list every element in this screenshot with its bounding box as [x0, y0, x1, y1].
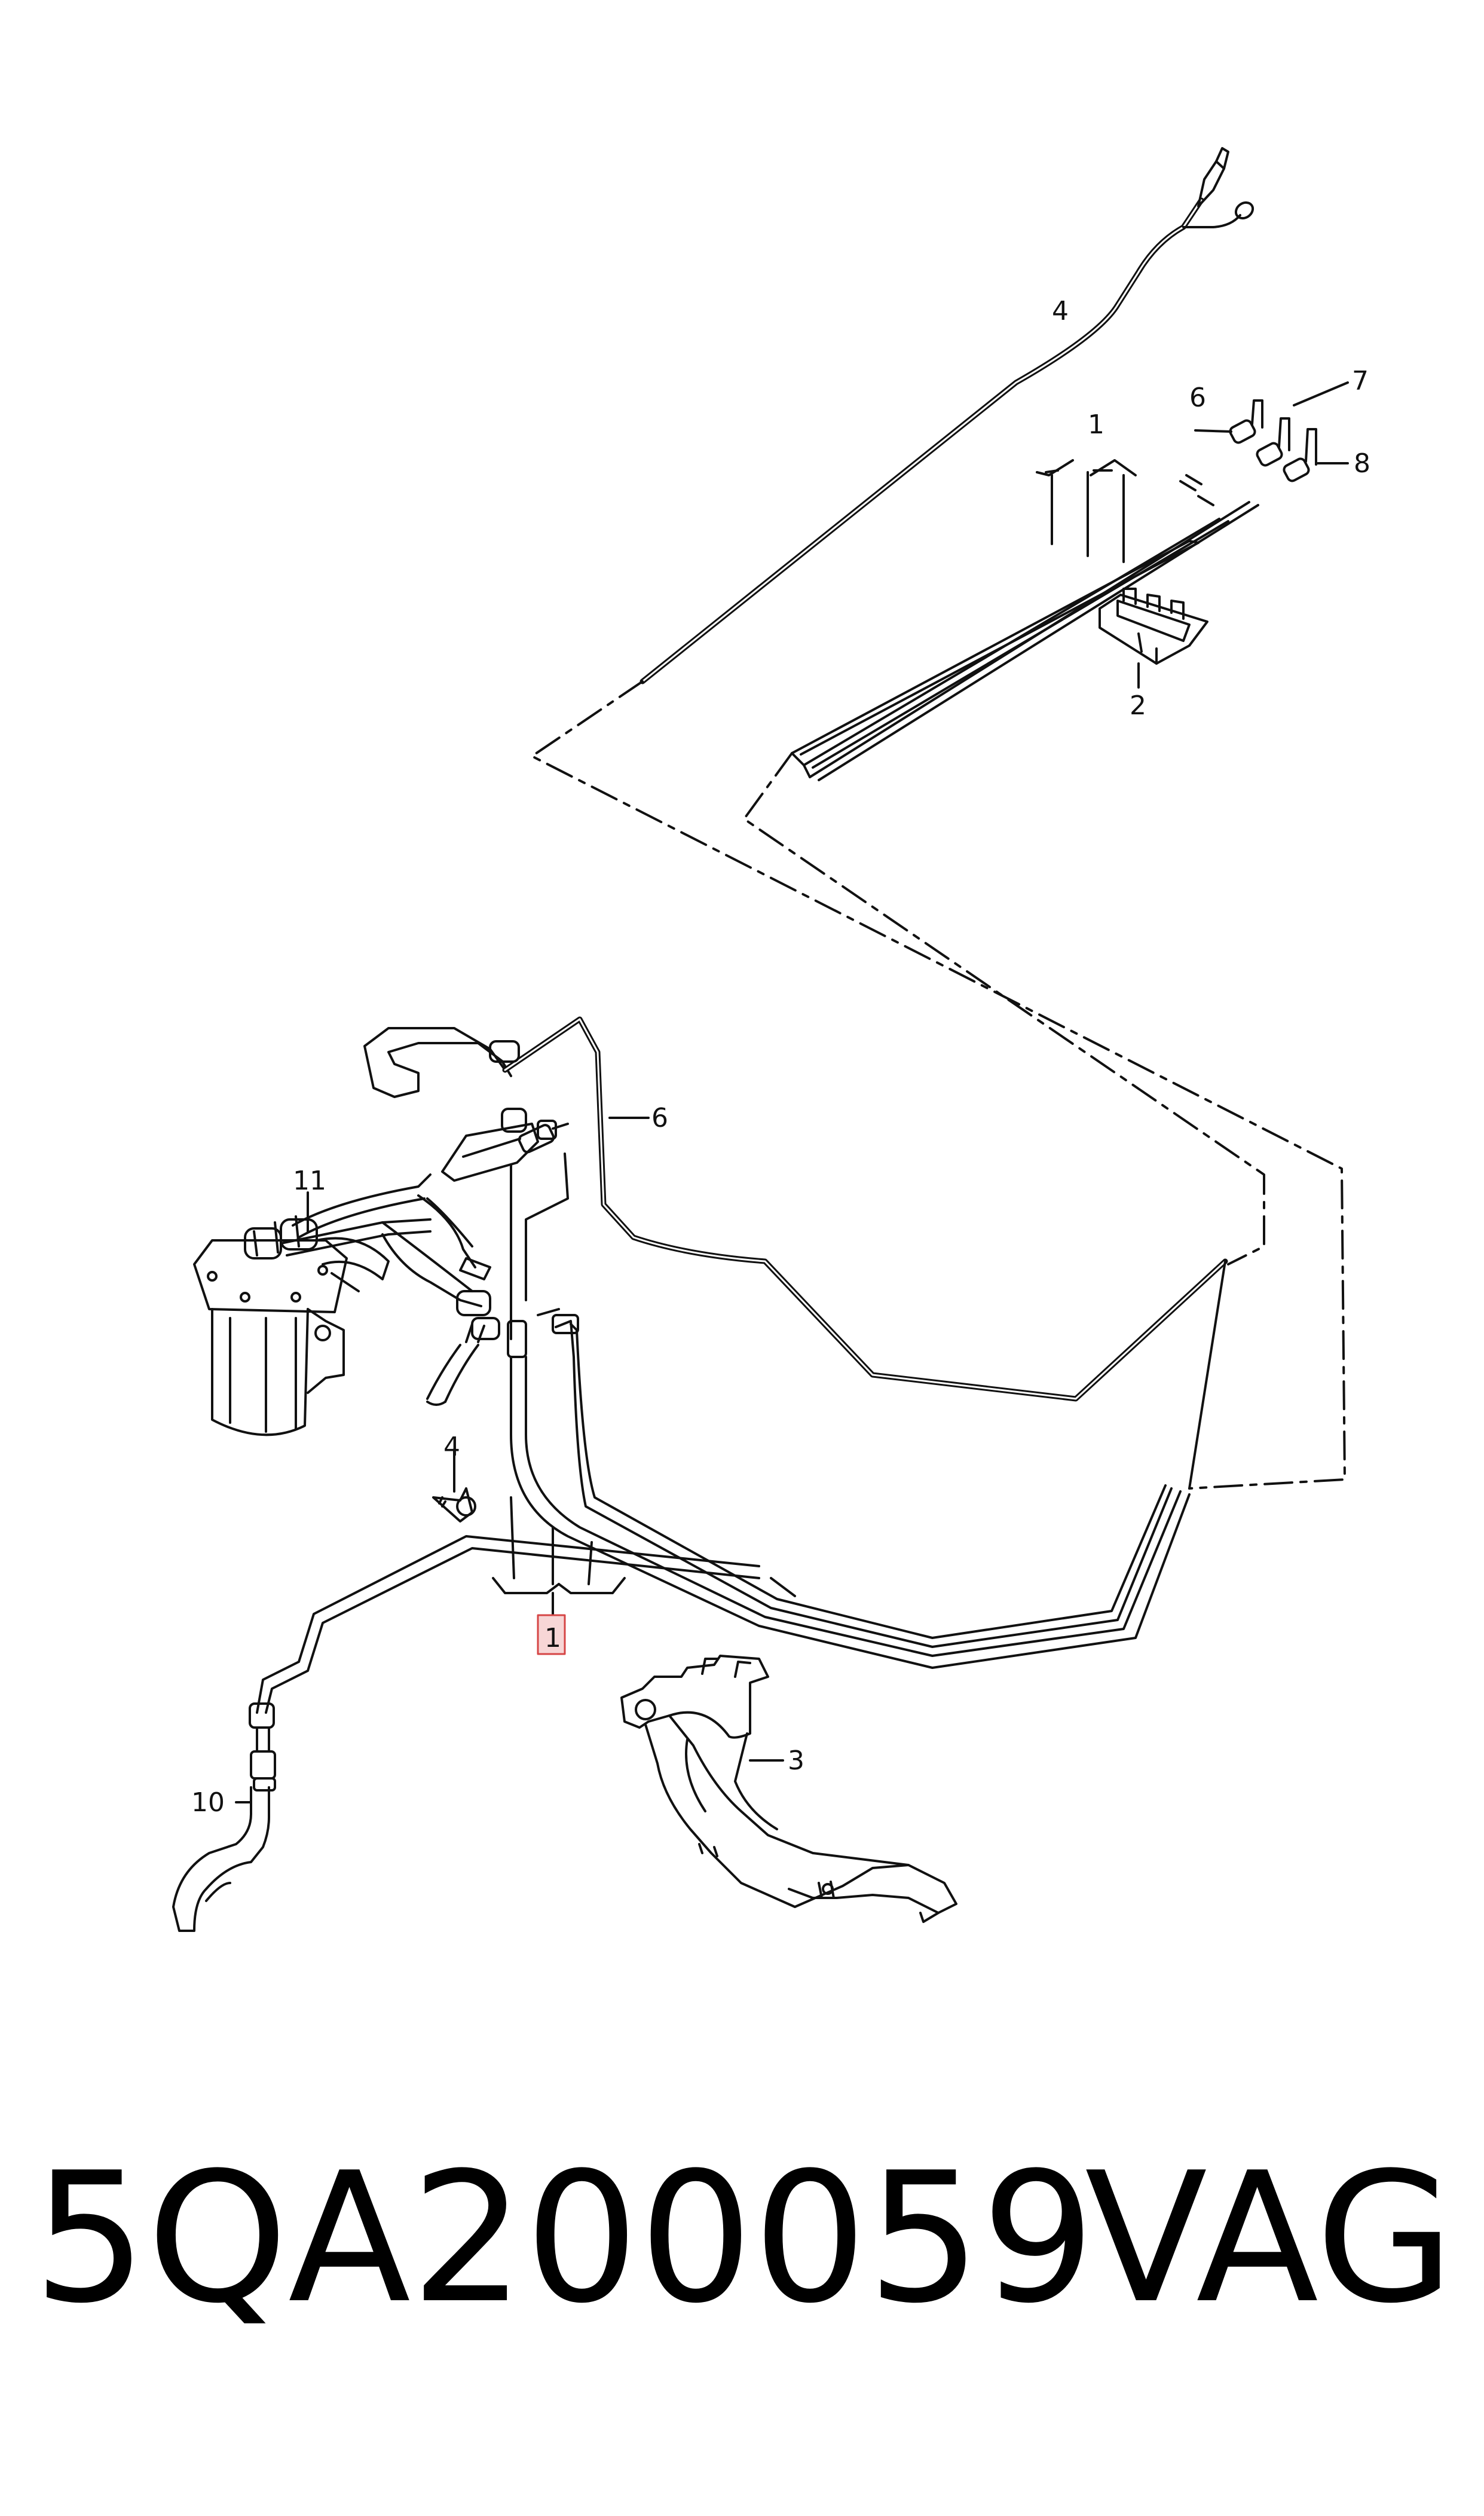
- callout-6-upper: 4: [1052, 296, 1069, 326]
- hose-10: [172, 1702, 276, 1932]
- fuel-filter-11: [193, 1215, 390, 1436]
- routing-dashed: [531, 680, 1346, 1490]
- bracket-1-lower-top: [510, 1152, 569, 1340]
- part-number-caption: 5QA200059: [33, 2134, 1096, 2343]
- leader-8: [1293, 381, 1349, 406]
- callout-6-lower: 6: [651, 1103, 668, 1133]
- callout-2: 2: [1130, 690, 1146, 721]
- brand-caption: VAG: [1085, 2134, 1455, 2343]
- pipe-bundle-lower: [507, 1260, 1226, 1669]
- pipe-to-hose-10: [256, 1535, 796, 1714]
- filter-hoses: [280, 1173, 500, 1406]
- heat-shield-3: [620, 1655, 957, 1923]
- pipe-connector-block: [441, 1108, 569, 1182]
- callout-1-lower: 1: [544, 1623, 561, 1653]
- pipe-connector-7: [1229, 399, 1263, 444]
- callout-9: 8: [1354, 448, 1370, 479]
- callout-10: 10: [191, 1787, 225, 1818]
- callout-7: 6: [1189, 383, 1206, 413]
- pipe-connector-9: [1283, 428, 1317, 482]
- bracket-1-upper: [1036, 459, 1137, 563]
- callout-3: 3: [788, 1745, 804, 1776]
- callout-11: 11: [293, 1166, 326, 1196]
- clip-2: [1099, 588, 1208, 665]
- cable-6-upper: [640, 147, 1254, 684]
- pipe-connector-8: [1256, 417, 1290, 467]
- callout-1-upper: 1: [1088, 409, 1104, 440]
- pipe-bundle-upper: [791, 474, 1259, 781]
- callout-4: 4: [443, 1432, 460, 1462]
- bracket-1-lower: [492, 1496, 626, 1615]
- highlight-box-1: [537, 1614, 566, 1655]
- leader-7: [1194, 429, 1232, 433]
- cable-6-lower: [363, 1016, 1228, 1402]
- screw-4: [432, 1487, 476, 1523]
- callout-8: 7: [1352, 366, 1369, 396]
